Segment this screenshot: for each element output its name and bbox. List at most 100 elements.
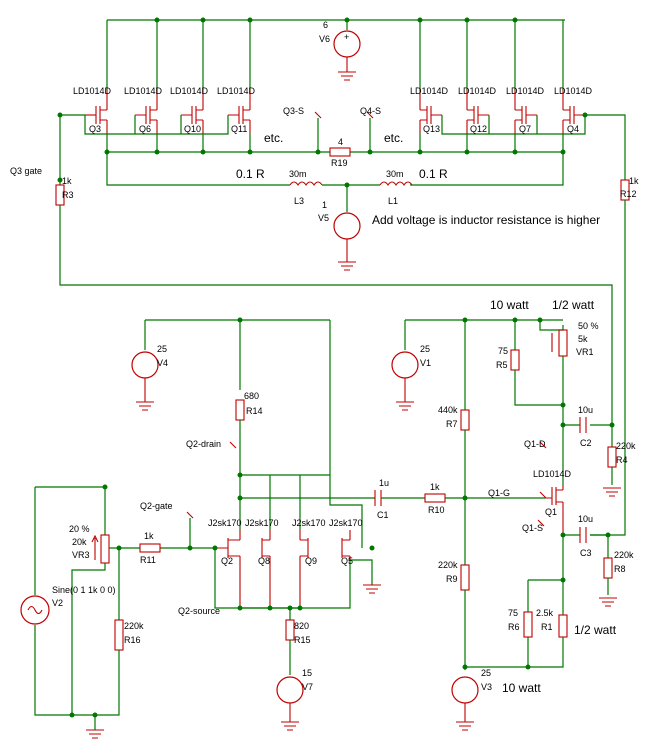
q6-part: LD1014D (124, 86, 163, 96)
q3-part: LD1014D (73, 86, 112, 96)
voltage-source-v7 (276, 676, 304, 731)
q1-label: Q1 (545, 507, 557, 517)
voltage-source-v1 (391, 351, 419, 411)
r5-power-note: 10 watt (490, 298, 529, 312)
q11-label: Q11 (231, 124, 247, 134)
net-label-q1-s: Q1-S (522, 523, 543, 533)
c1-value: 1u (379, 478, 389, 488)
r3-value: 1k (62, 176, 72, 186)
resistance-note-left: 0.1 R (236, 167, 265, 181)
q5-part: J2sk170 (329, 518, 363, 528)
net-label-q2-gate: Q2-gate (140, 501, 173, 511)
vr1-label: VR1 (576, 347, 594, 357)
q9-part: J2sk170 (292, 518, 326, 528)
q1-part: LD1014D (533, 469, 572, 479)
c2-value: 10u (578, 405, 593, 415)
c2-label: C2 (580, 438, 592, 448)
potentiometer-vr1 (558, 329, 568, 357)
etc-left: etc. (264, 131, 283, 145)
v1-value: 25 (420, 344, 430, 354)
r16-label: R16 (124, 635, 141, 645)
mosfet-q7 (514, 90, 537, 134)
vr3-label: VR3 (72, 550, 90, 560)
vr3-percent: 20 % (69, 524, 90, 534)
q12-label: Q12 (470, 124, 487, 134)
mosfet-q4 (562, 90, 585, 134)
r1-power-note: 1/2 watt (574, 623, 617, 637)
r6-value: 75 (508, 608, 518, 618)
q5-label: Q5 (341, 556, 353, 566)
resistance-note-right: 0.1 R (419, 167, 448, 181)
l1-label: L1 (388, 196, 398, 206)
q12-part: LD1014D (458, 86, 497, 96)
jfet-q2 (215, 530, 241, 608)
vr3-value: 20k (72, 537, 87, 547)
r11-value: 1k (144, 531, 154, 541)
l3-label: L3 (294, 196, 304, 206)
v7-value: 15 (302, 668, 312, 678)
v2-waveform: Sine(0 1 1k 0 0) (52, 585, 116, 595)
net-label-q2-drain: Q2-drain (186, 439, 221, 449)
net-label-q3-gate: Q3 gate (10, 166, 42, 176)
vr1-value: 5k (578, 334, 588, 344)
v5-label: V5 (318, 213, 329, 223)
jfet-q8 (261, 530, 271, 608)
q4-label: Q4 (567, 124, 579, 134)
r1-value: 2.5k (536, 608, 554, 618)
junction-dots (57, 17, 615, 718)
mosfet-q13 (419, 90, 442, 134)
v4-value: 25 (157, 344, 167, 354)
r16-value: 220k (124, 621, 144, 631)
q6-label: Q6 (139, 124, 151, 134)
l3-value: 30m (289, 169, 307, 179)
net-label-q2-source: Q2-source (178, 606, 220, 616)
jfet-q9 (299, 530, 309, 608)
v6-value: 6 (323, 20, 328, 30)
r19-value: 4 (338, 137, 343, 147)
v6-label: V6 (319, 34, 330, 44)
v4-label: V4 (157, 358, 168, 368)
resistor-r14 (235, 399, 245, 421)
resistor-r15 (285, 619, 295, 641)
voltage-source-v3 (451, 676, 479, 731)
r8-label: R8 (614, 564, 626, 574)
r1-label: R1 (541, 622, 553, 632)
inductor-l1 (379, 181, 413, 186)
r14-value: 680 (244, 391, 259, 401)
resistor-r10 (424, 493, 446, 503)
r7-value: 440k (438, 405, 458, 415)
q2-label: Q2 (221, 556, 233, 566)
capacitor-c2 (579, 417, 587, 433)
voltage-source-v4 (131, 351, 159, 411)
svg-text:+: + (344, 32, 349, 42)
net-label-q3-s: Q3-S (283, 106, 304, 116)
mosfet-q6 (135, 90, 158, 134)
vr1-power-note: 1/2 watt (552, 298, 595, 312)
r15-value: 820 (294, 621, 309, 631)
v2-label: V2 (52, 598, 63, 608)
v1-label: V1 (420, 358, 431, 368)
l1-value: 30m (386, 169, 404, 179)
v3-label: V3 (481, 682, 492, 692)
resistor-r6 (523, 611, 533, 638)
q11-part: LD1014D (217, 86, 256, 96)
net-label-q1-g: Q1-G (488, 488, 510, 498)
c1-label: C1 (377, 510, 389, 520)
r3-label: R3 (62, 190, 74, 200)
r11-label: R11 (140, 555, 156, 565)
resistor-r1 (558, 614, 568, 638)
r4-value: 220k (616, 441, 636, 451)
potentiometer-vr3 (100, 534, 110, 564)
r6-label: R6 (508, 622, 520, 632)
net-label-q1-d: Q1-D (524, 439, 546, 449)
voltage-source-v2 (20, 595, 50, 625)
resistor-r9 (460, 564, 470, 591)
vr1-percent: 50 % (578, 321, 599, 331)
r10-value: 1k (430, 482, 440, 492)
q13-part: LD1014D (410, 86, 449, 96)
q10-label: Q10 (184, 124, 201, 134)
capacitor-c3 (579, 527, 587, 543)
v3-value: 25 (481, 668, 491, 678)
